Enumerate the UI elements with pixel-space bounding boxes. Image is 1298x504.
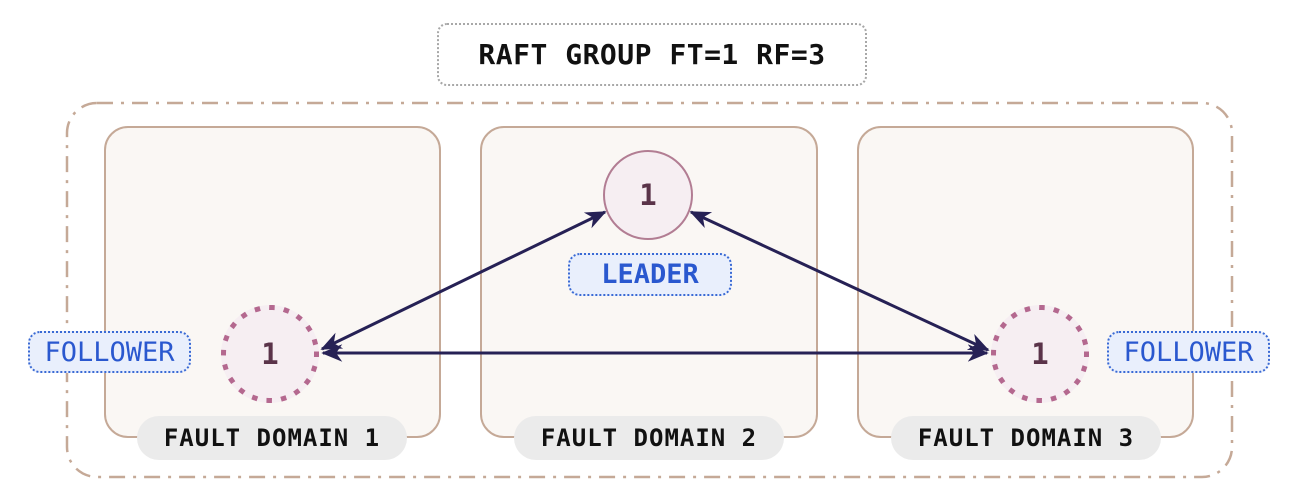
follower-node-fd3: 1 xyxy=(991,305,1089,403)
follower-role-label-fd3: FOLLOWER xyxy=(1123,336,1254,368)
diagram-title-box: RAFT GROUP FT=1 RF=3 xyxy=(437,23,867,86)
fault-domain-3-label-pill: FAULT DOMAIN 3 xyxy=(891,416,1161,460)
fault-domain-2-label-pill: FAULT DOMAIN 2 xyxy=(514,416,784,460)
fault-domain-2-label: FAULT DOMAIN 2 xyxy=(540,424,758,452)
leader-role-label: LEADER xyxy=(601,259,699,290)
follower-role-label-fd1: FOLLOWER xyxy=(44,336,175,368)
fault-domain-3-label: FAULT DOMAIN 3 xyxy=(917,424,1135,452)
follower-node-fd1-dotted-ring xyxy=(221,305,319,403)
leader-role-badge: LEADER xyxy=(568,253,732,296)
leader-node-value: 1 xyxy=(639,178,657,212)
follower-node-fd3-dotted-ring xyxy=(991,305,1089,403)
follower-role-badge-fd1: FOLLOWER xyxy=(28,331,191,373)
follower-node-fd1: 1 xyxy=(221,305,319,403)
diagram-title: RAFT GROUP FT=1 RF=3 xyxy=(478,38,826,71)
fault-domain-1-label-pill: FAULT DOMAIN 1 xyxy=(137,416,407,460)
follower-role-badge-fd3: FOLLOWER xyxy=(1107,331,1270,373)
leader-node: 1 xyxy=(603,150,693,240)
fault-domain-1-label: FAULT DOMAIN 1 xyxy=(163,424,381,452)
